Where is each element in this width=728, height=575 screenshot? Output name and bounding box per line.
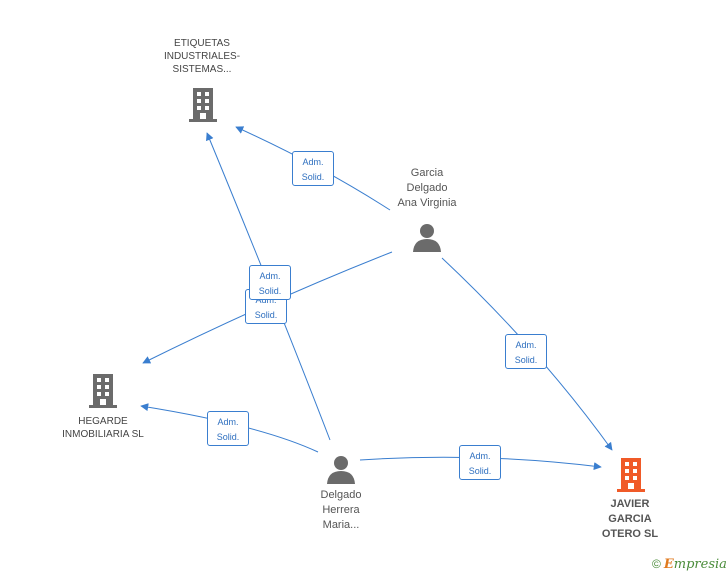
- building-icon: [617, 458, 645, 492]
- company-label-javier-garcia-otero[interactable]: JAVIER GARCIA OTERO SL: [601, 498, 659, 540]
- edge-label-adm-solid: Adm. Solid.: [249, 265, 291, 300]
- empresia-logo: © Empresia: [652, 555, 727, 573]
- person-icon: [413, 224, 441, 252]
- person-icon: [327, 456, 355, 484]
- building-icon: [89, 374, 117, 408]
- company-label-etiquetas[interactable]: ETIQUETAS INDUSTRIALES- SISTEMAS...: [163, 38, 241, 75]
- copyright-symbol: ©: [652, 557, 661, 571]
- edge-label-adm-solid: Adm. Solid.: [459, 445, 501, 480]
- edge-label-adm-solid: Adm. Solid.: [505, 334, 547, 369]
- edge-label-adm-solid: Adm. Solid.: [207, 411, 249, 446]
- building-icon: [189, 88, 217, 122]
- edge-label-adm-solid: Adm. Solid.: [292, 151, 334, 186]
- company-label-hegarde[interactable]: HEGARDE INMOBILIARIA SL: [62, 416, 144, 440]
- person-label-delgado-herrera[interactable]: Delgado Herrera Maria...: [320, 489, 362, 531]
- brand-name: Empresia: [663, 556, 727, 572]
- person-label-garcia-delgado[interactable]: Garcia Delgado Ana Virginia: [397, 167, 457, 209]
